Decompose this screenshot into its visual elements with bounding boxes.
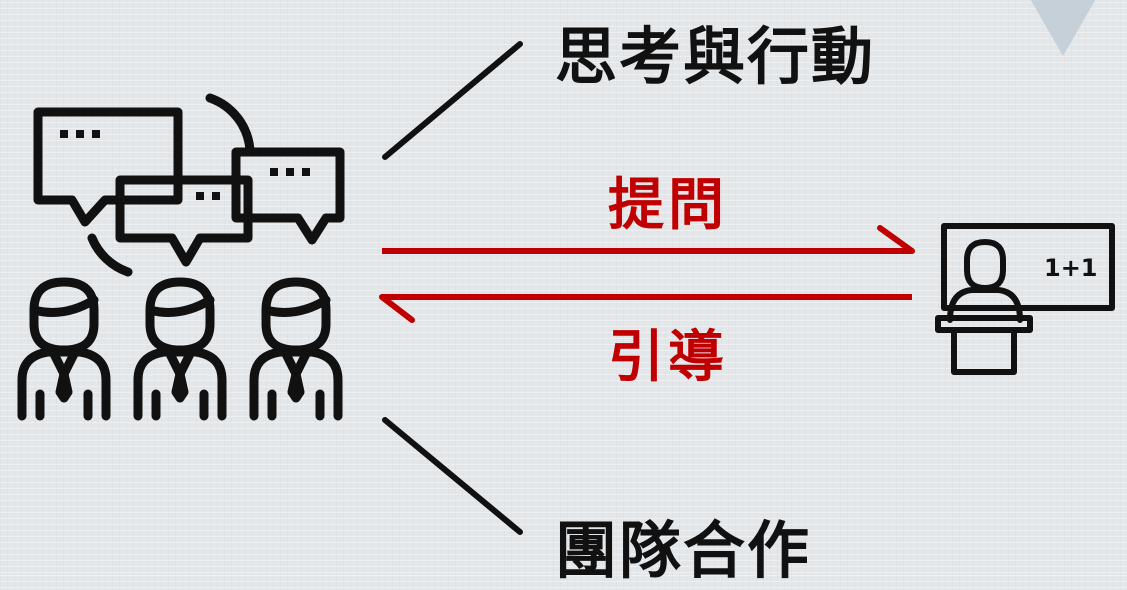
speech-bubble-icon bbox=[115, 175, 253, 267]
person-icon bbox=[17, 277, 111, 421]
speech-bubble-icon bbox=[33, 107, 183, 227]
speech-bubble-icon bbox=[231, 147, 345, 245]
lectern-stand bbox=[951, 327, 1017, 375]
teacher-head bbox=[964, 239, 1006, 291]
corner-decoration bbox=[1025, 0, 1101, 56]
person-icon bbox=[133, 277, 227, 421]
speech-arc-top bbox=[205, 93, 255, 155]
label-guide: 引導 bbox=[608, 325, 728, 390]
label-thinking-action: 思考與行動 bbox=[555, 20, 876, 93]
connector-line-bottom bbox=[382, 417, 523, 535]
ask-arrow bbox=[382, 225, 915, 254]
speech-arc-bottom bbox=[87, 233, 133, 277]
connector-line-top bbox=[382, 41, 523, 160]
guide-arrow bbox=[379, 294, 912, 323]
label-teamwork: 團隊合作 bbox=[555, 514, 812, 587]
blackboard bbox=[941, 223, 1115, 311]
label-ask: 提問 bbox=[608, 173, 728, 238]
diagram-canvas: 1+1 bbox=[17, 41, 1115, 535]
discussion-group-icon bbox=[17, 93, 345, 421]
teacher-body bbox=[947, 287, 1023, 323]
person-icon bbox=[249, 277, 343, 421]
board-text: 1+1 bbox=[1044, 254, 1098, 282]
teacher-board-icon: 1+1 bbox=[935, 223, 1115, 375]
